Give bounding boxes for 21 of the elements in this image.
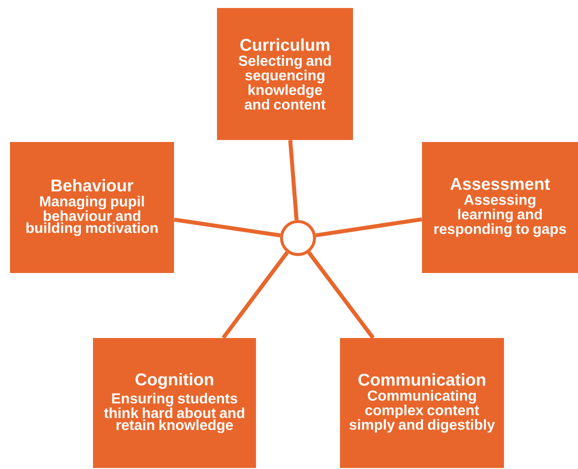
- box-text: Communicating complex content simply and digestibly: [350, 390, 495, 433]
- box-text: Managing pupil behaviour and building motivation: [26, 196, 158, 236]
- process-box: [422, 142, 578, 273]
- hub-circle: [280, 220, 316, 256]
- connector-line: [288, 140, 299, 220]
- connector-line: [174, 218, 280, 238]
- box-text: Ensuring students think hard about and retain knowledge: [104, 392, 244, 434]
- box-heading: Curriculum: [240, 38, 330, 51]
- box-heading: Assessment: [450, 178, 550, 190]
- box-heading: Behaviour: [52, 179, 134, 192]
- process-box: [10, 142, 174, 273]
- connector-line: [316, 217, 422, 238]
- connector-line: [307, 251, 375, 339]
- connector-line: [222, 251, 289, 339]
- box-text: Assessing learning and responding to gaps: [434, 194, 566, 237]
- box-heading: Communication: [358, 373, 486, 386]
- box-text: Selecting and sequencing knowledge and content: [238, 55, 331, 110]
- box-heading: Cognition: [136, 372, 214, 389]
- process-box: [340, 338, 504, 468]
- process-box: [217, 8, 353, 140]
- process-box: [93, 338, 256, 468]
